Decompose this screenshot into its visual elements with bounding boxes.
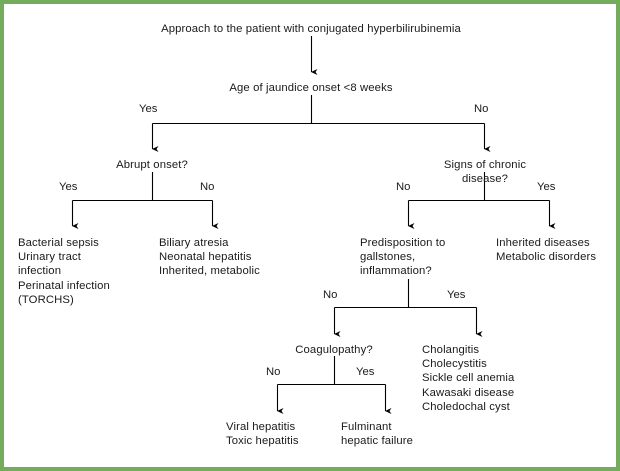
edge-label-abrupt-yes: Yes bbox=[59, 181, 78, 193]
edge-label-chronic-no: No bbox=[396, 181, 411, 193]
node-abrupt-onset: Abrupt onset? bbox=[116, 159, 188, 171]
edge-label-age-no: No bbox=[474, 103, 489, 115]
node-fulminant-hepatic-failure: Fulminant hepatic failure bbox=[341, 421, 414, 448]
node-predisposition-gallstones: Predisposition to gallstones, inflammati… bbox=[360, 237, 446, 278]
edge-label-age-yes: Yes bbox=[139, 103, 158, 115]
edge-label-predisposition-yes: Yes bbox=[447, 289, 466, 301]
node-bacterial-sepsis-group: Bacterial sepsis Urinary tract infection… bbox=[18, 237, 110, 306]
edge-label-coagulopathy-yes: Yes bbox=[356, 366, 375, 378]
node-viral-hepatitis-group: Viral hepatitis Toxic hepatitis bbox=[226, 421, 299, 448]
node-cholangitis-group: Cholangitis Cholecystitis Sickle cell an… bbox=[422, 344, 515, 413]
edge-label-coagulopathy-no: No bbox=[266, 366, 281, 378]
node-root: Approach to the patient with conjugated … bbox=[161, 23, 461, 35]
node-signs-chronic-disease: Signs of chronic disease? bbox=[443, 159, 527, 186]
node-inherited-diseases-group: Inherited diseases Metabolic disorders bbox=[496, 237, 597, 264]
edge-label-chronic-yes: Yes bbox=[537, 181, 556, 193]
node-age-of-onset: Age of jaundice onset <8 weeks bbox=[229, 82, 393, 94]
node-coagulopathy: Coagulopathy? bbox=[295, 344, 373, 356]
edge-label-abrupt-no: No bbox=[200, 181, 215, 193]
edge-label-predisposition-no: No bbox=[323, 289, 338, 301]
node-biliary-atresia-group: Biliary atresia Neonatal hepatitis Inher… bbox=[159, 237, 260, 278]
flowchart-connectors bbox=[71, 36, 556, 414]
